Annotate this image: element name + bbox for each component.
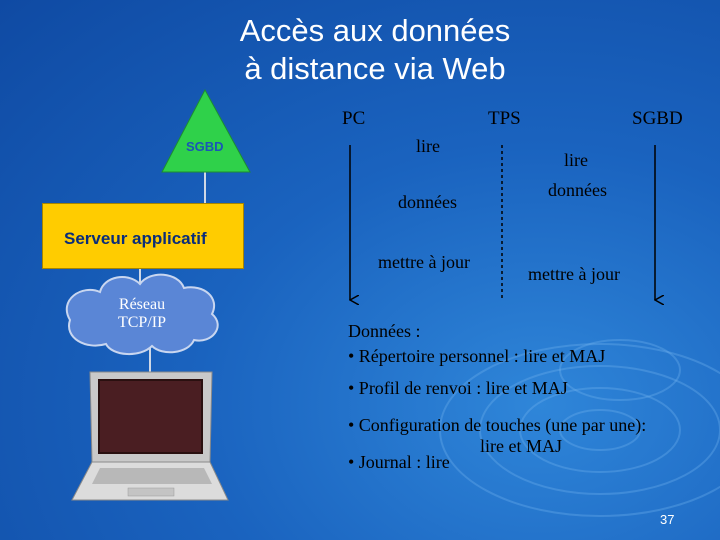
network-cloud: [65, 273, 219, 355]
column-pc-label: PC: [342, 108, 366, 129]
network-label-line-1: Réseau: [118, 296, 166, 313]
data-item-profile: • Profil de renvoi : lire et MAJ: [348, 378, 568, 398]
data-item-directory: • Répertoire personnel : lire et MAJ: [348, 346, 606, 366]
laptop-icon: [71, 371, 229, 501]
network-label: Réseau TCP/IP: [102, 296, 182, 332]
pc-tps-data-label: données: [398, 192, 457, 212]
application-server-label: Serveur applicatif: [64, 229, 207, 248]
sgbd-triangle-label: SGBD: [186, 139, 224, 154]
pc-tps-update-label: mettre à jour: [378, 252, 470, 272]
data-heading: Données :: [348, 321, 421, 341]
title-line-2: à distance via Web: [244, 51, 506, 86]
application-server-box: [42, 203, 244, 269]
tps-sgbd-data-label: données: [548, 180, 607, 200]
title-line-1: Accès aux données: [239, 13, 511, 48]
column-sgbd-label: SGBD: [632, 108, 683, 129]
column-tps-label: TPS: [488, 108, 521, 129]
tps-sgbd-read-label: lire: [564, 150, 588, 170]
page-number: 37: [660, 512, 675, 527]
data-item-journal: • Journal : lire: [348, 452, 450, 472]
sgbd-triangle: [161, 88, 251, 173]
data-item-keys: • Configuration de touches (une par une)…: [348, 415, 647, 435]
network-label-line-2: TCP/IP: [117, 314, 166, 331]
tps-sgbd-update-label: mettre à jour: [528, 264, 620, 284]
slide-title: Accès aux données à distance via Web: [140, 12, 610, 88]
pc-tps-read-label: lire: [416, 136, 440, 156]
data-item-keys-cont: lire et MAJ: [480, 436, 562, 456]
